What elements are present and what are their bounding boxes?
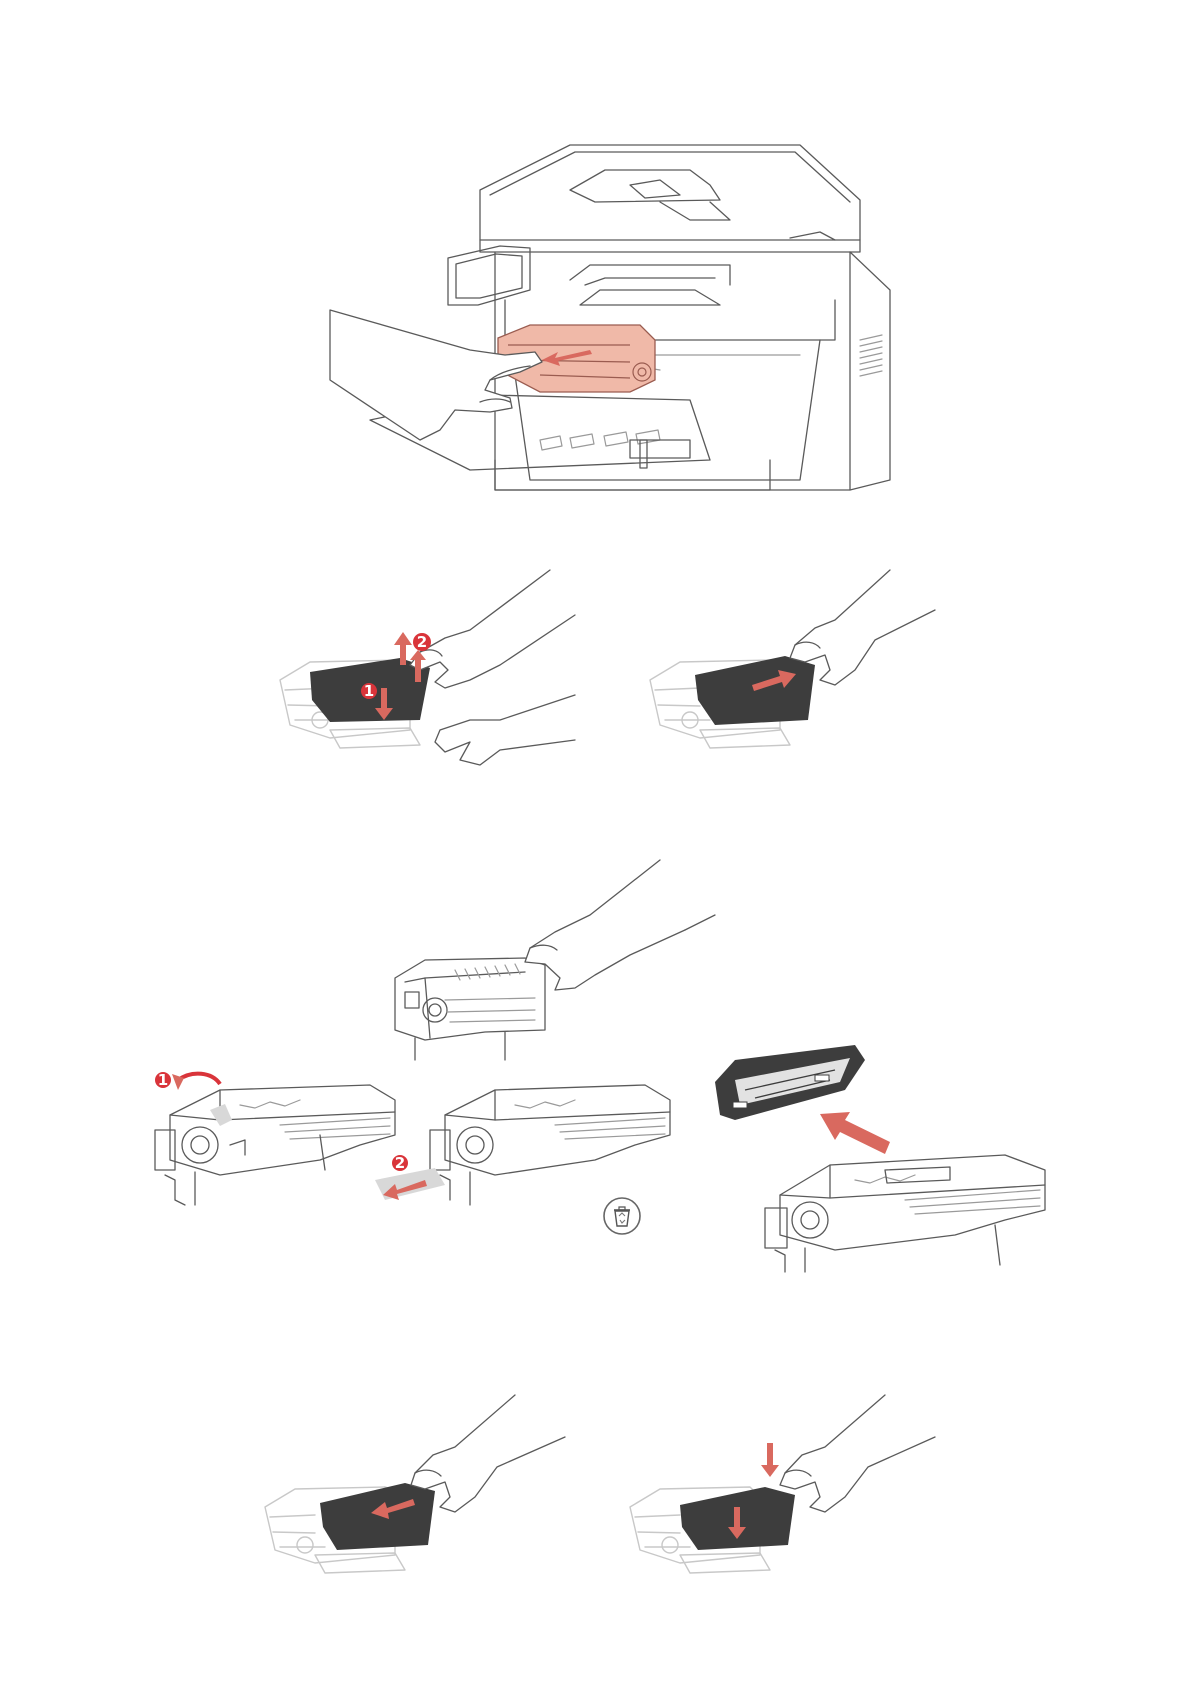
release-lever-illustration: 2 1	[270, 570, 575, 795]
new-toner-step2-illustration: 2	[375, 1060, 695, 1230]
insert-toner-illustration	[705, 1040, 1060, 1275]
svg-text:2: 2	[417, 633, 427, 651]
printer-drum-removal-illustration	[330, 140, 890, 515]
press-toner-down-illustration	[630, 1395, 940, 1610]
recycle-bin-icon	[602, 1196, 642, 1236]
insert-toner-into-drum-illustration	[265, 1395, 570, 1610]
step-badge-2: 2	[392, 1154, 408, 1172]
hold-toner-illustration	[385, 860, 720, 1075]
new-toner-step1-illustration: 1	[150, 1060, 400, 1225]
svg-text:1: 1	[364, 682, 374, 700]
step-badge-2: 2	[413, 633, 431, 651]
pull-toner-illustration	[640, 570, 940, 795]
svg-text:2: 2	[395, 1154, 405, 1172]
step-badge-1: 1	[155, 1071, 171, 1089]
svg-text:1: 1	[158, 1071, 168, 1089]
